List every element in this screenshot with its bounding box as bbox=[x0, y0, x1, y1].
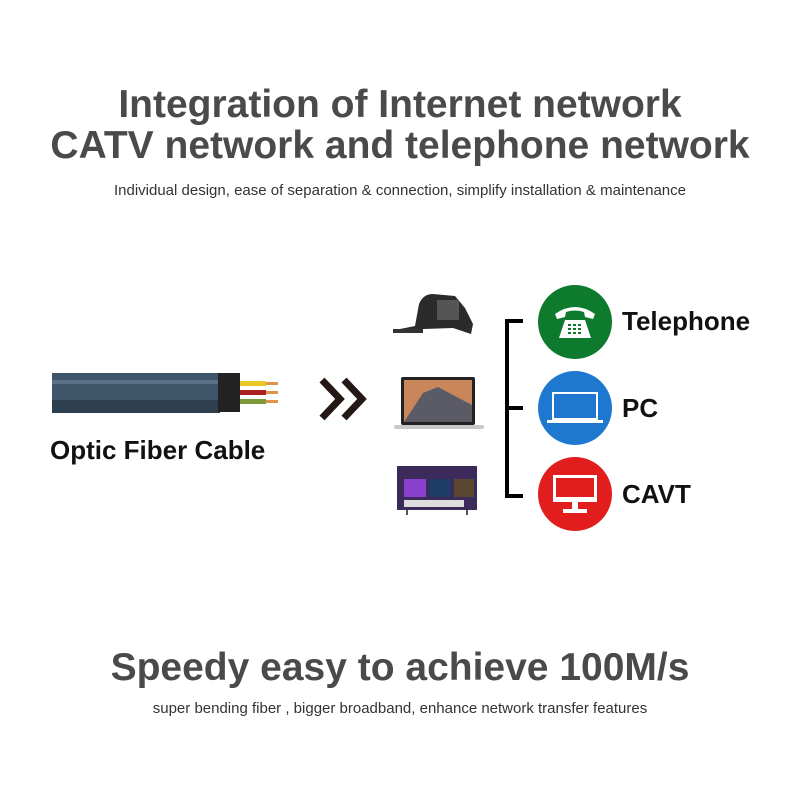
fiber-cable-image bbox=[52, 373, 278, 413]
laptop-image bbox=[394, 377, 484, 429]
telephone-icon bbox=[555, 307, 595, 338]
laptop-icon bbox=[547, 392, 603, 423]
monitor-icon bbox=[553, 475, 597, 513]
double-chevron-icon bbox=[319, 377, 367, 421]
telephone-circle bbox=[538, 285, 612, 359]
pc-circle bbox=[538, 371, 612, 445]
subtitle: Individual design, ease of separation & … bbox=[113, 182, 686, 199]
output-label-cavt: CAVT bbox=[622, 479, 691, 509]
title-line-1: Integration of Internet network bbox=[118, 83, 682, 126]
footer-title: Speedy easy to achieve 100M/s bbox=[110, 646, 690, 689]
bracket-connector bbox=[505, 319, 523, 498]
output-label-pc: PC bbox=[622, 393, 659, 423]
title-line-2: CATV network and telephone network bbox=[50, 124, 750, 167]
output-label-telephone: Telephone bbox=[622, 306, 751, 336]
desk-phone-image bbox=[393, 294, 473, 334]
cable-label: Optic Fiber Cable bbox=[50, 435, 266, 465]
tv-image bbox=[397, 466, 477, 515]
cavt-circle bbox=[538, 457, 612, 531]
footer-subtitle: super bending fiber , bigger broadband, … bbox=[152, 700, 648, 717]
